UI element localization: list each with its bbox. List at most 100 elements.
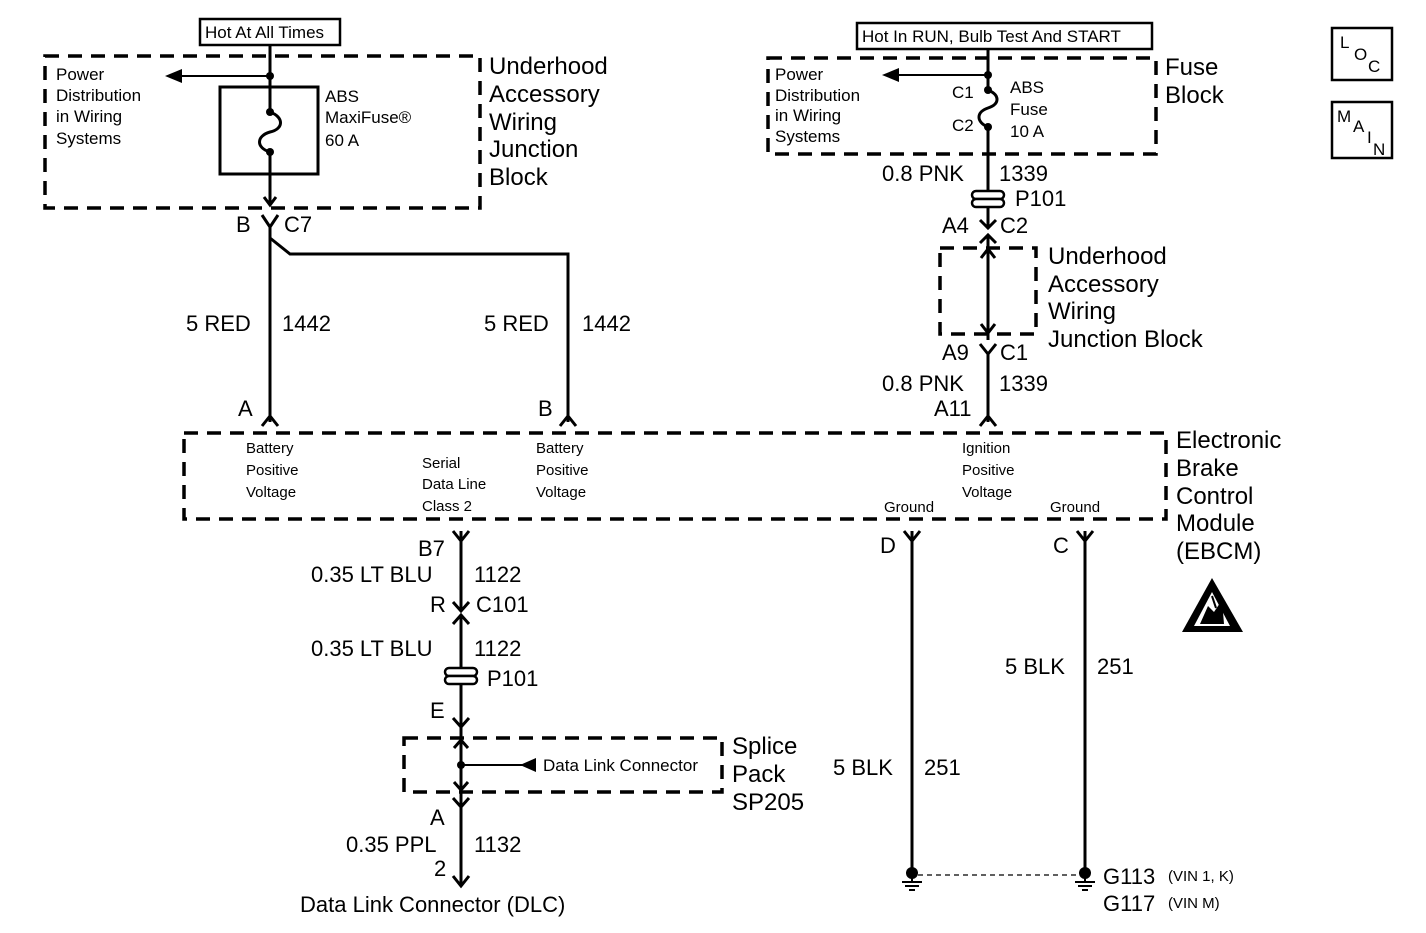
svg-text:L: L xyxy=(1340,33,1349,52)
svg-text:ABS: ABS xyxy=(325,87,359,106)
svg-text:C1: C1 xyxy=(952,83,974,102)
svg-text:1339: 1339 xyxy=(999,371,1048,396)
svg-text:C101: C101 xyxy=(476,592,529,617)
svg-text:1339: 1339 xyxy=(999,161,1048,186)
svg-text:D: D xyxy=(880,533,896,558)
arrow-left-icon xyxy=(520,758,536,772)
connector-c7 xyxy=(260,214,280,230)
svg-text:Data Line: Data Line xyxy=(422,476,486,493)
svg-text:Power: Power xyxy=(775,65,824,84)
svg-text:0.35 LT BLU: 0.35 LT BLU xyxy=(311,562,432,587)
svg-text:Ground: Ground xyxy=(1050,499,1100,516)
svg-text:Battery: Battery xyxy=(246,440,294,457)
fuse-icon xyxy=(258,110,282,154)
right-hot-header: Hot In RUN, Bulb Test And START xyxy=(855,21,1154,51)
svg-text:Accessory: Accessory xyxy=(489,81,600,108)
svg-text:Wiring: Wiring xyxy=(489,109,557,136)
left-junction-block-outline xyxy=(43,54,482,210)
svg-text:C2: C2 xyxy=(952,116,974,135)
fuse-block-outline xyxy=(766,56,1158,156)
svg-text:SP205: SP205 xyxy=(732,789,804,816)
svg-text:0.8 PNK: 0.8 PNK xyxy=(882,371,964,396)
splice-pack-outline xyxy=(402,736,724,794)
svg-text:1122: 1122 xyxy=(474,636,521,661)
arrow-left-icon xyxy=(882,68,899,82)
svg-text:A: A xyxy=(1353,117,1365,136)
svg-text:Class 2: Class 2 xyxy=(422,498,472,515)
svg-text:Data Link Connector (DLC): Data Link Connector (DLC) xyxy=(300,892,565,917)
svg-text:Distribution: Distribution xyxy=(56,86,141,105)
svg-text:0.35 LT BLU: 0.35 LT BLU xyxy=(311,636,432,661)
svg-text:0.8 PNK: 0.8 PNK xyxy=(882,161,964,186)
svg-text:Voltage: Voltage xyxy=(962,484,1012,501)
svg-text:Wiring: Wiring xyxy=(1048,298,1116,325)
dlc-pin-2 xyxy=(451,875,471,889)
svg-text:(VIN M): (VIN M) xyxy=(1168,895,1220,912)
ground-icon xyxy=(902,876,922,891)
svg-text:5 RED: 5 RED xyxy=(484,311,549,336)
svg-text:Power: Power xyxy=(56,65,105,84)
arrow-left-icon xyxy=(165,69,182,83)
svg-text:C7: C7 xyxy=(284,212,312,237)
svg-text:A9: A9 xyxy=(942,340,969,365)
svg-text:2: 2 xyxy=(434,856,446,881)
ground-icon xyxy=(1075,876,1095,891)
svg-text:in Wiring: in Wiring xyxy=(56,107,122,126)
svg-text:P101: P101 xyxy=(487,666,538,691)
svg-text:60 A: 60 A xyxy=(325,131,360,150)
svg-text:Ground: Ground xyxy=(884,499,934,516)
loc-button[interactable]: L O C xyxy=(1330,26,1394,82)
svg-text:M: M xyxy=(1337,107,1351,126)
svg-text:Positive: Positive xyxy=(536,462,589,479)
svg-text:0.35 PPL: 0.35 PPL xyxy=(346,832,437,857)
svg-text:G117: G117 xyxy=(1103,891,1155,916)
svg-text:Fuse: Fuse xyxy=(1010,100,1048,119)
svg-text:N: N xyxy=(1373,140,1385,159)
pin-a-connector xyxy=(260,413,280,427)
svg-text:C: C xyxy=(1368,57,1380,76)
svg-text:Hot At All Times: Hot At All Times xyxy=(205,23,324,42)
svg-text:(EBCM): (EBCM) xyxy=(1176,538,1261,565)
svg-text:Hot In RUN, Bulb Test And STAR: Hot In RUN, Bulb Test And START xyxy=(862,27,1121,46)
svg-text:(VIN 1, K): (VIN 1, K) xyxy=(1168,868,1234,885)
svg-text:Systems: Systems xyxy=(56,129,121,148)
svg-text:G113: G113 xyxy=(1103,864,1155,889)
svg-text:1122: 1122 xyxy=(474,562,521,587)
connector-c1 xyxy=(978,343,998,357)
ebcm-outline xyxy=(182,431,1168,521)
svg-text:A: A xyxy=(430,805,445,830)
svg-text:251: 251 xyxy=(924,755,961,780)
svg-text:Underhood: Underhood xyxy=(1048,243,1167,270)
svg-text:Systems: Systems xyxy=(775,127,840,146)
svg-text:251: 251 xyxy=(1097,654,1134,679)
svg-text:Brake: Brake xyxy=(1176,455,1239,482)
esd-warning-icon xyxy=(1182,578,1243,632)
fuse-icon xyxy=(977,88,999,129)
svg-text:Data Link Connector: Data Link Connector xyxy=(543,756,698,775)
svg-text:Positive: Positive xyxy=(962,462,1015,479)
svg-text:Serial: Serial xyxy=(422,455,460,472)
main-button[interactable]: M A I N xyxy=(1330,100,1394,160)
svg-text:MaxiFuse®: MaxiFuse® xyxy=(325,108,412,127)
svg-text:Positive: Positive xyxy=(246,462,299,479)
svg-text:C2: C2 xyxy=(1000,213,1028,238)
svg-text:Electronic: Electronic xyxy=(1176,427,1281,454)
svg-text:I: I xyxy=(1367,128,1372,147)
left-hot-header: Hot At All Times xyxy=(198,17,342,47)
p101-passthrough-upper xyxy=(970,189,1006,209)
svg-text:10 A: 10 A xyxy=(1010,122,1045,141)
svg-text:1132: 1132 xyxy=(474,832,521,857)
svg-text:E: E xyxy=(430,698,445,723)
svg-text:A11: A11 xyxy=(934,396,972,421)
pin-b-connector xyxy=(558,413,578,427)
svg-text:P101: P101 xyxy=(1015,186,1066,211)
svg-text:1442: 1442 xyxy=(582,311,631,336)
svg-text:B: B xyxy=(538,396,553,421)
svg-text:C: C xyxy=(1053,533,1069,558)
svg-text:5 RED: 5 RED xyxy=(186,311,251,336)
svg-text:Distribution: Distribution xyxy=(775,86,860,105)
svg-text:Junction Block: Junction Block xyxy=(1048,326,1204,353)
svg-text:Voltage: Voltage xyxy=(246,484,296,501)
svg-text:A: A xyxy=(238,396,253,421)
